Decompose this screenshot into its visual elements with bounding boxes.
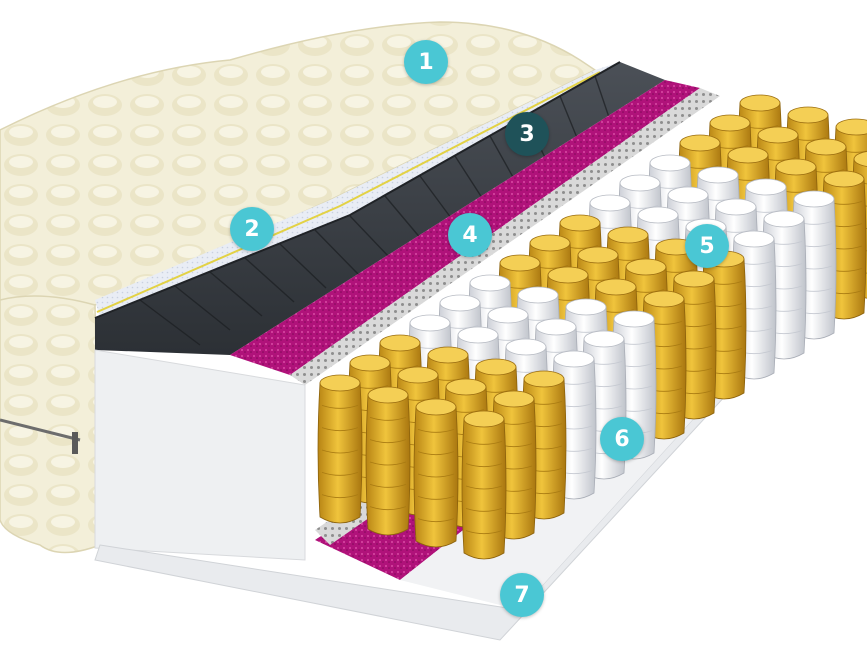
label-5-badge: 5 [685, 224, 729, 268]
label-6-badge: 6 [600, 417, 644, 461]
label-1-badge: 1 [404, 40, 448, 84]
pocket-spring [317, 374, 363, 524]
pocket-spring [461, 410, 507, 560]
quilted-top-layer [0, 21, 597, 554]
pocket-spring [365, 386, 411, 536]
label-2-badge: 2 [230, 207, 274, 251]
pocket-spring [413, 398, 459, 548]
label-3-badge: 3 [505, 112, 549, 156]
label-4-badge: 4 [448, 213, 492, 257]
label-7-badge: 7 [500, 573, 544, 617]
